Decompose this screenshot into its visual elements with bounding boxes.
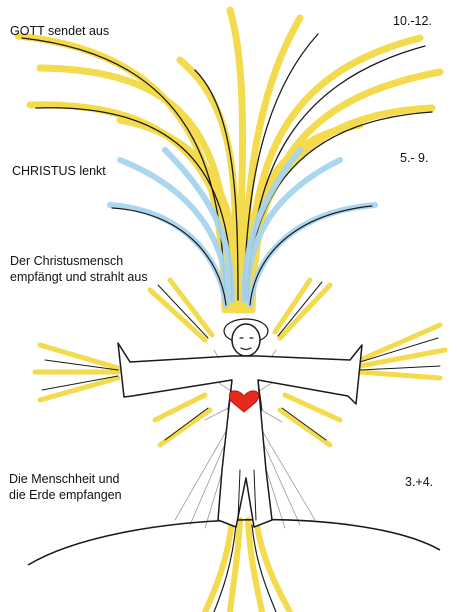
label-christ-person-2: empfängt und strahlt aus: [10, 269, 148, 285]
label-god-sends: GOTT sendet aus: [10, 23, 109, 39]
label-christ-guides: CHRISTUS lenkt: [12, 163, 106, 179]
robe: [118, 343, 362, 527]
label-humanity-1: Die Menschheit und: [9, 471, 119, 487]
christ-figure: [118, 319, 362, 527]
head: [232, 324, 260, 356]
label-christ-person-1: Der Christusmensch: [10, 253, 123, 269]
label-humanity-levels: 3.+4.: [405, 474, 433, 490]
label-christ-levels: 5.- 9.: [400, 150, 429, 166]
label-humanity-2: die Erde empfangen: [9, 487, 122, 503]
label-god-levels: 10.-12.: [393, 13, 432, 29]
